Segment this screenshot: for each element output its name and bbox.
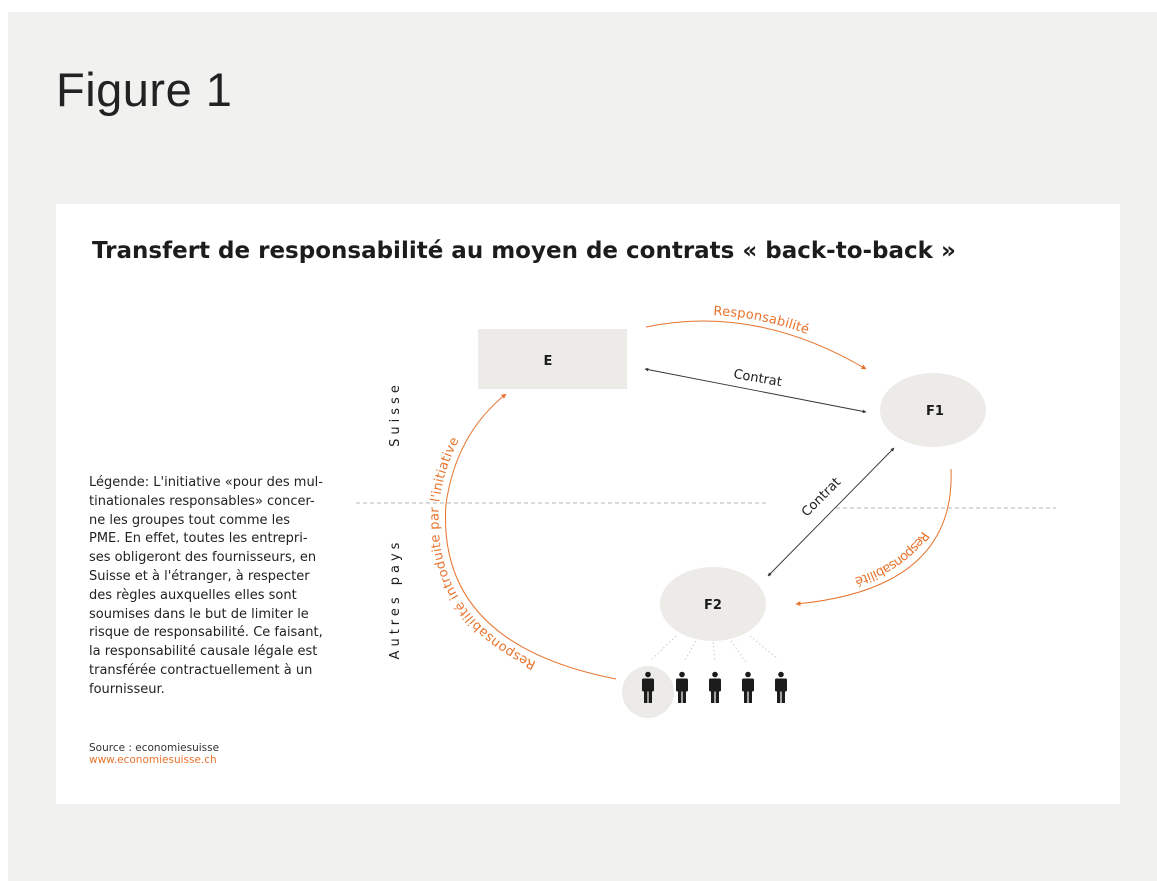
region-label-autres-pays: Autres pays <box>388 539 403 660</box>
node-e <box>478 329 627 389</box>
contract-arrow-f1-f2 <box>767 447 895 577</box>
person-icon <box>742 671 754 703</box>
person-leg-right <box>781 690 785 703</box>
diagram: Suisse Autres pays E F1 F2 Contrat Contr… <box>356 304 1056 718</box>
node-e-label: E <box>544 354 553 369</box>
person-body <box>642 678 654 692</box>
figure-label: Figure 1 <box>56 63 233 116</box>
person-leg-right <box>682 690 686 703</box>
contract-arrow-e-f1 <box>644 367 867 414</box>
initiative-responsibility-label: Responsabilité introduite par l'initiati… <box>427 435 538 672</box>
worker-connector <box>651 635 677 660</box>
legend-text: Légende: L'initiative «pour des mul- tin… <box>89 475 323 697</box>
node-f1 <box>880 373 986 447</box>
person-leg-right <box>715 690 719 703</box>
source-label: Source : economiesuisse <box>89 742 220 754</box>
person-leg-left <box>711 690 715 703</box>
person-icon <box>676 671 688 703</box>
contract-label-f1-f2: Contrat <box>799 475 844 520</box>
person-leg-right <box>648 690 652 703</box>
region-label-suisse: Suisse <box>388 381 403 447</box>
person-head <box>645 671 651 678</box>
figure-title: Transfert de responsabilité au moyen de … <box>92 238 956 264</box>
person-body <box>709 678 721 692</box>
worker-connector <box>683 640 697 663</box>
worker-connector <box>712 641 716 663</box>
source-link[interactable]: www.economiesuisse.ch <box>89 754 217 766</box>
worker-highlight <box>622 666 674 718</box>
workers-group <box>642 671 787 703</box>
figure-background: Figure 1 Transfert de responsabilité au … <box>8 12 1157 881</box>
person-leg-left <box>678 690 682 703</box>
responsibility-label-e-f1: Responsabilité <box>713 304 811 338</box>
person-head <box>712 671 718 678</box>
person-head <box>745 671 751 678</box>
person-leg-left <box>644 690 648 703</box>
worker-connector <box>730 640 747 663</box>
initiative-responsibility-arrow <box>444 393 617 680</box>
person-icon <box>775 671 787 703</box>
source-note: Source : economiesuisse www.economiesuis… <box>89 742 219 766</box>
person-body <box>742 678 754 692</box>
person-leg-left <box>744 690 748 703</box>
worker-connectors <box>651 635 779 663</box>
person-leg-left <box>777 690 781 703</box>
person-icon <box>642 671 654 703</box>
person-body <box>775 678 787 692</box>
worker-connector <box>749 635 779 660</box>
responsibility-arrow-e-f1 <box>645 320 867 370</box>
person-leg-right <box>748 690 752 703</box>
figure-card: Transfert de responsabilité au moyen de … <box>56 204 1120 804</box>
node-f1-label: F1 <box>926 404 944 419</box>
person-body <box>676 678 688 692</box>
contract-label-e-f1: Contrat <box>732 367 783 390</box>
node-f2-label: F2 <box>704 598 722 613</box>
person-head <box>679 671 685 678</box>
node-f2 <box>660 567 766 641</box>
person-head <box>778 671 784 678</box>
person-icon <box>709 671 721 703</box>
